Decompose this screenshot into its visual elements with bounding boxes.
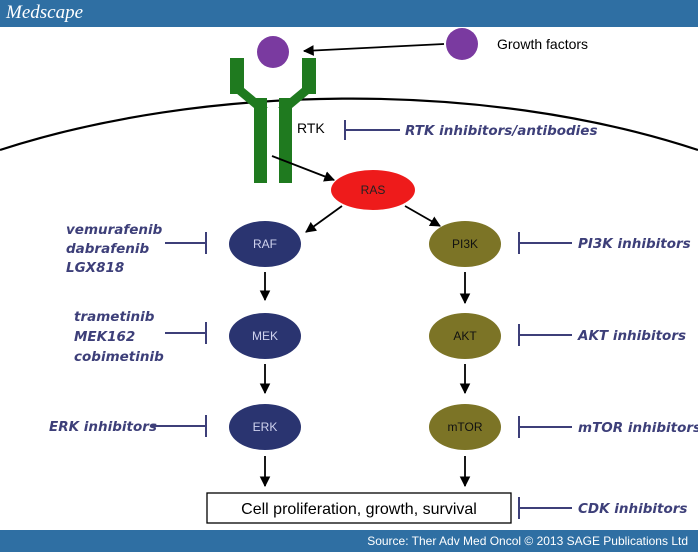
outcome-box (206, 492, 512, 524)
mtor-label: mTOR (447, 420, 482, 434)
mek-drug-label: cobimetinib (74, 349, 164, 365)
ras-to-pi3k-arrow (404, 205, 441, 227)
akt-inhibitors-label: AKT inhibitors (577, 328, 686, 344)
raf-drug-label: dabrafenib (66, 241, 149, 257)
erk-label: ERK (253, 420, 278, 434)
top-bar: Medscape (0, 0, 698, 27)
cell-membrane (0, 97, 698, 152)
ras-node (331, 170, 415, 210)
footer-bar: Source: Ther Adv Med Oncol © 2013 SAGE P… (0, 530, 698, 552)
akt-label: AKT (453, 329, 477, 343)
mek-drug-label: MEK162 (74, 329, 135, 345)
raf-node (229, 221, 301, 267)
raf-label: RAF (253, 237, 277, 251)
medscape-logo: Medscape (6, 2, 84, 23)
growth-factors-label: Growth factors (497, 36, 588, 52)
pi3k-node (429, 221, 501, 267)
raf-drug-label: LGX818 (66, 260, 124, 276)
cdk-inhibitors-label: CDK inhibitors (578, 501, 687, 517)
raf-drug-label: vemurafenib (66, 222, 163, 238)
signaling-pathway-diagram: Growth factors RTK RTK inhibitors/antibo… (0, 28, 698, 524)
mtor-inhibitors-label: mTOR inhibitors (578, 420, 698, 436)
ligand-to-receptor-arrow (302, 43, 445, 56)
mtor-node (429, 404, 501, 450)
rtk-receptor (230, 58, 316, 183)
rtk-to-ras-arrow (271, 155, 336, 182)
source-credit: Source: Ther Adv Med Oncol © 2013 SAGE P… (367, 534, 688, 548)
ras-label: RAS (361, 183, 386, 197)
mek-label: MEK (252, 329, 278, 343)
rtk-inhibitors-label: RTK inhibitors/antibodies (405, 123, 598, 139)
erk-inhibitors-label: ERK inhibitors (49, 419, 157, 435)
outcome-label: Cell proliferation, growth, survival (241, 501, 477, 518)
pi3k-inhibitors-label: PI3K inhibitors (578, 236, 691, 252)
akt-node (429, 313, 501, 359)
mek-node (229, 313, 301, 359)
mek-drug-label: trametinib (74, 309, 155, 325)
pi3k-label: PI3K (452, 237, 478, 251)
rtk-label: RTK (297, 120, 325, 136)
growth-factor-ligand (446, 28, 478, 60)
erk-node (229, 404, 301, 450)
ras-to-raf-arrow (305, 205, 343, 233)
bound-growth-factor (257, 36, 289, 68)
